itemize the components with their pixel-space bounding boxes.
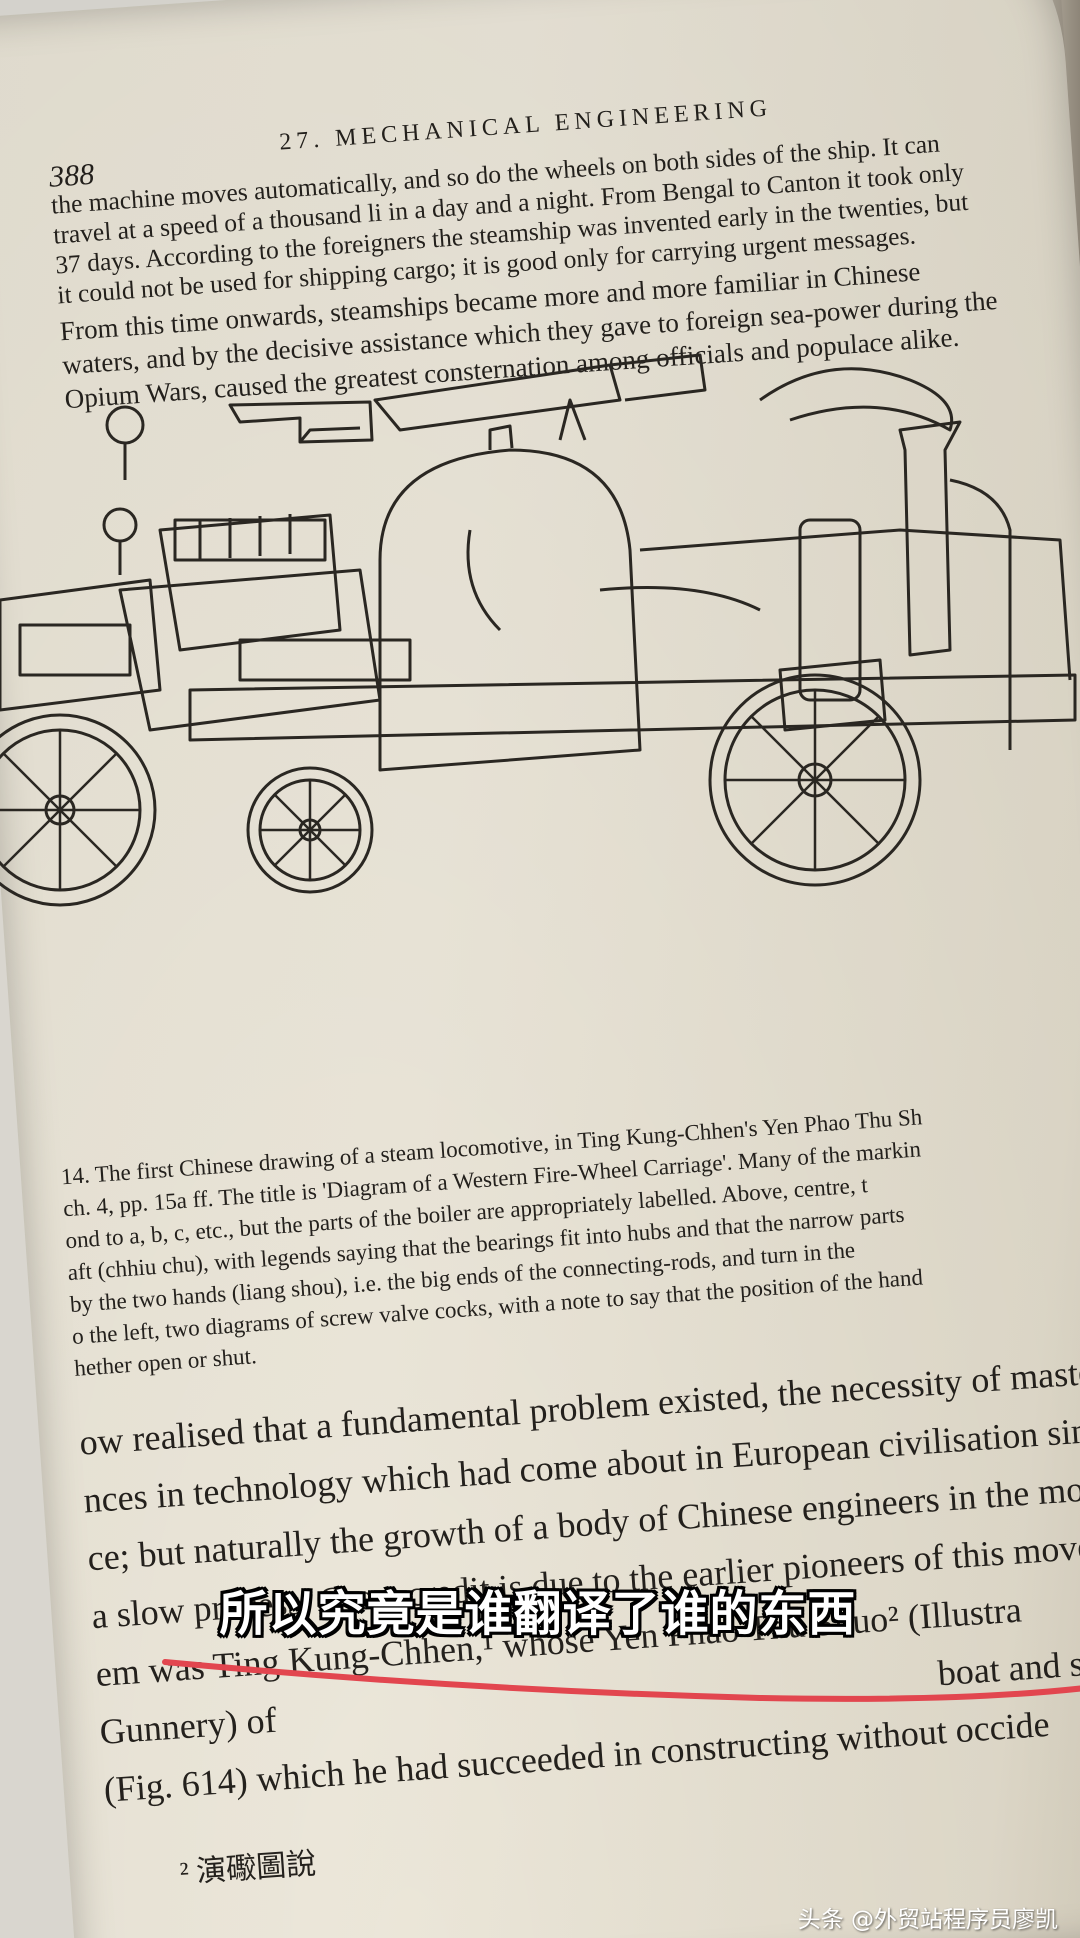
steam-plume bbox=[759, 367, 953, 432]
watermark: 头条 @外贸站程序员廖凯 bbox=[797, 1907, 1058, 1933]
boiler bbox=[378, 448, 642, 772]
chimney bbox=[898, 420, 962, 657]
wheel-left bbox=[0, 713, 157, 907]
red-underline bbox=[162, 1659, 1080, 1702]
caption-line: hether open or shut. bbox=[73, 1343, 258, 1381]
wagon-body bbox=[158, 513, 342, 652]
top-pipe-frame bbox=[228, 400, 374, 444]
screw-valve-cocks bbox=[102, 405, 145, 575]
wheel-mid bbox=[246, 766, 374, 894]
video-subtitle: 所以究竟是谁翻译了谁的东西 bbox=[219, 1586, 857, 1642]
wheel-right bbox=[708, 673, 922, 887]
locomotive-illustration bbox=[0, 353, 1077, 907]
footnote: ² 演礮圖說 bbox=[178, 1847, 318, 1890]
banner-frame bbox=[373, 363, 622, 432]
cylinder bbox=[798, 518, 862, 702]
